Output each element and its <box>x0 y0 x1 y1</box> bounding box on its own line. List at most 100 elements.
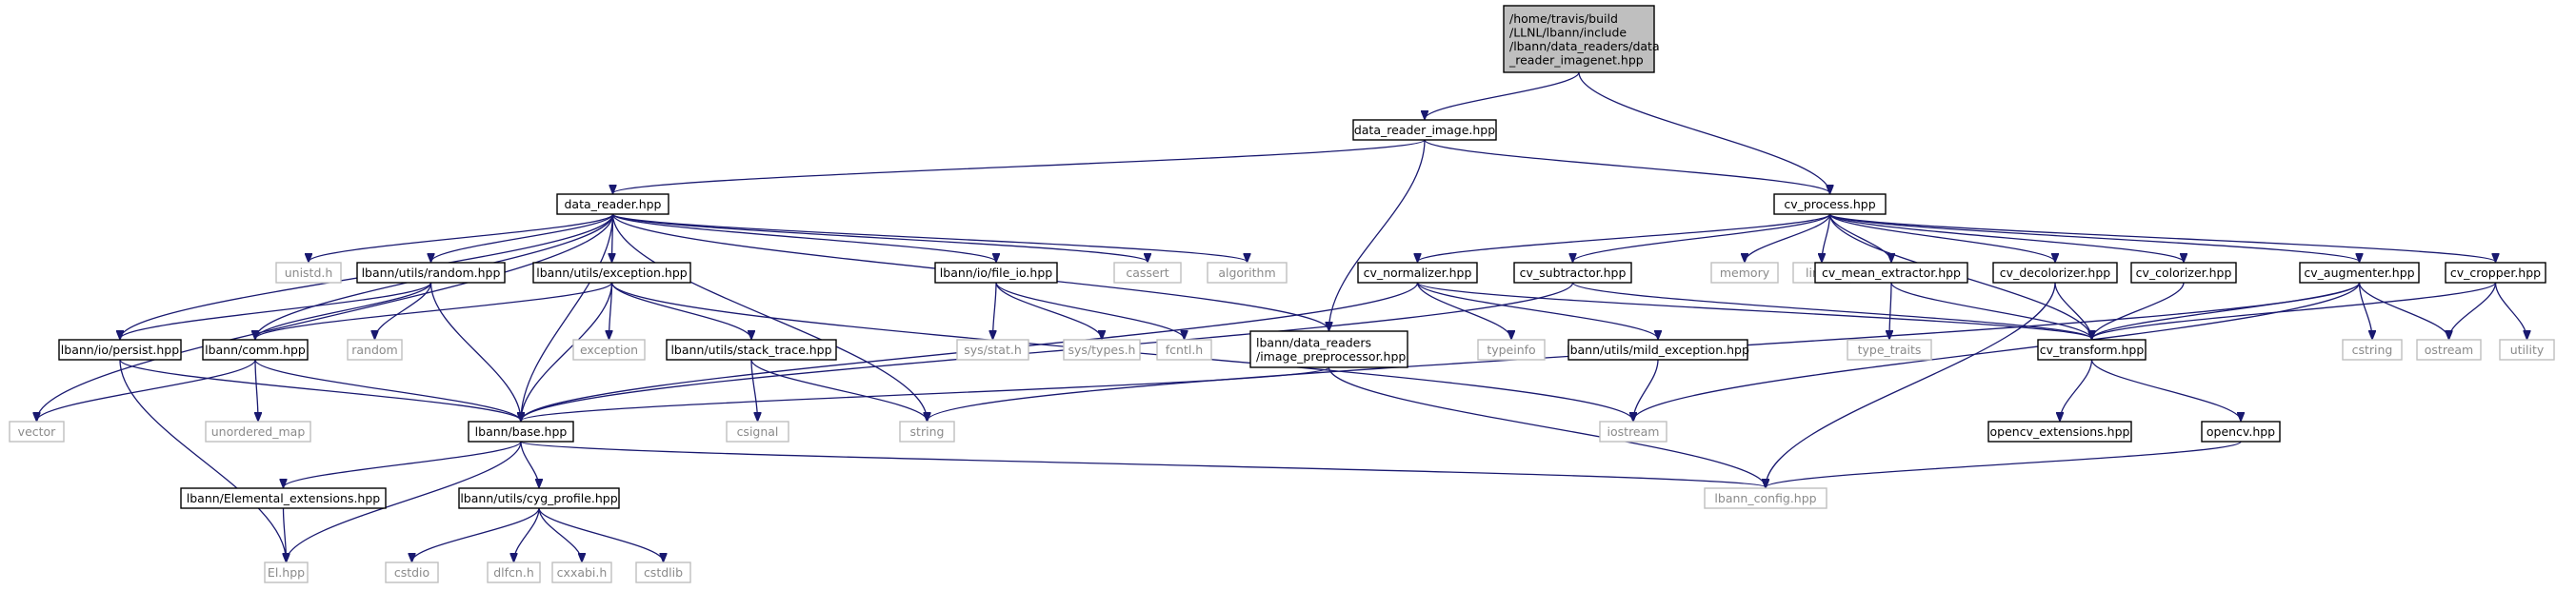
node-box <box>1477 339 1546 361</box>
edge-root-to-dri <box>1425 71 1580 119</box>
node-imgpre[interactable]: lbann/data_readers/image_preprocessor.hp… <box>1249 330 1408 368</box>
node-exception_sys: exception <box>572 339 646 361</box>
node-label: lbann/utils/random.hpp <box>362 266 501 280</box>
edge-cvtrans-to-opencv_ext <box>2060 359 2093 421</box>
edge-imgpre-to-base <box>521 366 1330 421</box>
node-cyg[interactable]: lbann/utils/cyg_profile.hpp <box>458 487 620 509</box>
node-ostream: ostream <box>2416 339 2482 361</box>
node-box <box>532 262 691 284</box>
node-box <box>635 561 691 583</box>
edge-dr-to-cassert <box>611 213 1148 262</box>
edge-random_hpp-to-random_sys <box>375 282 432 339</box>
node-label: ostream <box>2425 343 2473 357</box>
node-box <box>205 421 311 443</box>
edge-cvdecol-to-lbann_config <box>1766 282 2056 487</box>
edge-dr-to-random_hpp <box>431 213 614 262</box>
node-label: /home/travis/build <box>1509 11 1618 26</box>
node-file_io[interactable]: lbann/io/file_io.hpp <box>934 262 1058 284</box>
edge-comm-to-base <box>254 359 521 421</box>
node-label: cstdlib <box>644 565 683 580</box>
node-cvsub[interactable]: cv_subtractor.hpp <box>1513 262 1632 284</box>
node-base[interactable]: lbann/base.hpp <box>468 421 574 443</box>
node-label: cxxabi.h <box>557 565 608 580</box>
node-label: /image_preprocessor.hpp <box>1256 349 1406 364</box>
node-persist[interactable]: lbann/io/persist.hpp <box>58 339 182 361</box>
edge-file_io-to-fcntl <box>995 282 1185 339</box>
edge-persist-to-base <box>119 359 521 421</box>
node-unistd: unistd.h <box>275 262 342 284</box>
edge-cvp-to-limits <box>1822 213 1831 262</box>
edge-opencv-to-lbann_config <box>1766 441 2242 487</box>
node-cvnorm[interactable]: cv_normalizer.hpp <box>1357 262 1478 284</box>
node-label: unordered_map <box>211 424 306 439</box>
node-box <box>2201 421 2281 443</box>
node-iostream: iostream <box>1599 421 1667 443</box>
node-label: cv_augmenter.hpp <box>2304 266 2414 280</box>
node-label: sys/types.h <box>1068 343 1136 357</box>
node-label: El.hpp <box>268 565 305 580</box>
node-box <box>726 421 789 443</box>
node-cvaug[interactable]: cv_augmenter.hpp <box>2299 262 2420 284</box>
node-label: opencv_extensions.hpp <box>1990 424 2130 439</box>
node-random_hpp[interactable]: lbann/utils/random.hpp <box>356 262 506 284</box>
node-box <box>899 421 955 443</box>
edge-random_hpp-to-comm <box>255 282 432 339</box>
node-box <box>956 339 1029 361</box>
edge-cvp-to-cvcrop <box>1828 213 2496 262</box>
node-box <box>1357 262 1478 284</box>
node-cvmean[interactable]: cv_mean_extractor.hpp <box>1814 262 1968 284</box>
node-label: lbann/base.hpp <box>475 424 568 439</box>
node-box <box>1207 262 1288 284</box>
node-exception_hpp[interactable]: lbann/utils/exception.hpp <box>532 262 691 284</box>
node-label: sys/stat.h <box>964 343 1022 357</box>
edge-file_io-to-systypes <box>995 282 1102 339</box>
edge-stack_trace-to-string <box>750 359 928 421</box>
node-label: cv_cropper.hpp <box>2450 266 2541 280</box>
node-cvcrop[interactable]: cv_cropper.hpp <box>2445 262 2546 284</box>
node-lbann_config: lbann_config.hpp <box>1704 487 1827 509</box>
node-label: cstdio <box>394 565 429 580</box>
node-box <box>2130 262 2237 284</box>
edge-cvcrop-to-ostream <box>2449 282 2497 339</box>
edge-root-to-cvp <box>1578 71 1830 193</box>
edge-persist-to-el <box>119 359 287 561</box>
node-comm[interactable]: lbann/comm.hpp <box>202 339 309 361</box>
edge-imgpre-to-lbann_config <box>1328 366 1767 487</box>
edge-exception_hpp-to-base <box>521 282 613 421</box>
node-label: typeinfo <box>1487 343 1535 357</box>
node-utility: utility <box>2499 339 2555 361</box>
node-opencv[interactable]: opencv.hpp <box>2201 421 2281 443</box>
node-box <box>1156 339 1212 361</box>
node-cvtrans[interactable]: cv_transform.hpp <box>2037 339 2147 361</box>
node-root[interactable]: /home/travis/build/LLNL/lbann/include/lb… <box>1503 5 1660 73</box>
node-label: lbann/comm.hpp <box>205 343 306 357</box>
node-cvp[interactable]: cv_process.hpp <box>1773 193 1887 215</box>
node-mild_exc[interactable]: lbann/utils/mild_exception.hpp <box>1567 339 1749 361</box>
node-box <box>556 193 669 215</box>
node-label: opencv.hpp <box>2207 424 2275 439</box>
edge-cvp-to-cvaug <box>1828 213 2360 262</box>
node-dr[interactable]: data_reader.hpp <box>556 193 669 215</box>
node-label: lbann/data_readers <box>1256 335 1371 349</box>
node-label: _reader_imagenet.hpp <box>1508 52 1644 67</box>
node-elem_ext[interactable]: lbann/Elemental_extensions.hpp <box>180 487 387 509</box>
node-opencv_ext[interactable]: opencv_extensions.hpp <box>1987 421 2132 443</box>
node-label: csignal <box>737 424 779 439</box>
edge-comm-to-unordered_map <box>255 359 258 421</box>
edge-dr-to-algorithm <box>611 213 1248 262</box>
node-box <box>356 262 506 284</box>
edge-cvmean-to-cvtrans <box>1890 282 2092 339</box>
node-stack_trace[interactable]: lbann/utils/stack_trace.hpp <box>666 339 837 361</box>
node-label: iostream <box>1608 424 1660 439</box>
node-type_traits: type_traits <box>1847 339 1932 361</box>
edge-dr-to-file_io <box>611 213 997 262</box>
node-cvcol[interactable]: cv_colorizer.hpp <box>2130 262 2237 284</box>
node-label: lbann/io/file_io.hpp <box>940 266 1052 280</box>
node-algorithm: algorithm <box>1207 262 1288 284</box>
node-box <box>666 339 837 361</box>
node-dri[interactable]: data_reader_image.hpp <box>1352 119 1497 141</box>
node-cvdecol[interactable]: cv_decolorizer.hpp <box>1992 262 2118 284</box>
edge-cvp-to-cvsub <box>1573 213 1831 262</box>
edge-dri-to-dr <box>613 139 1426 193</box>
node-box <box>2499 339 2555 361</box>
